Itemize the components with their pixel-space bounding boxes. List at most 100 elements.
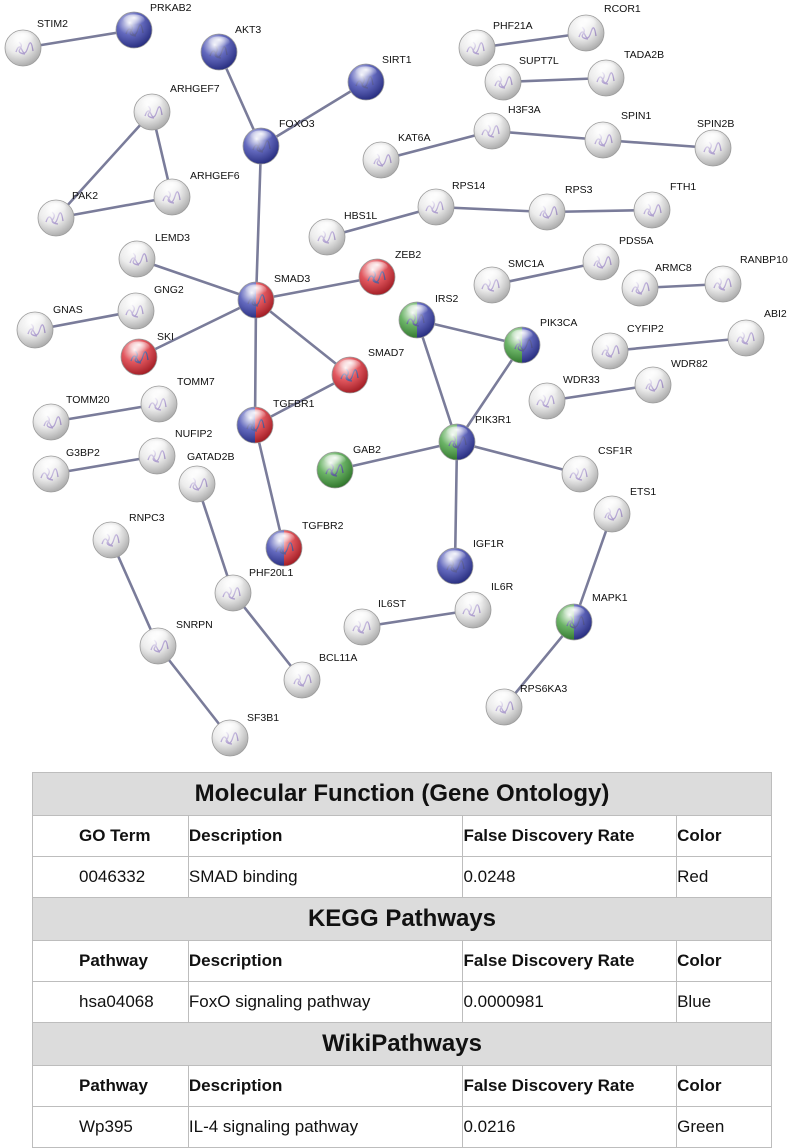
go-header-term: GO Term xyxy=(32,815,189,857)
edge-stim2-prkab2 xyxy=(21,28,136,50)
node-label-sf3b1: SF3B1 xyxy=(247,712,279,724)
node-rcor1[interactable]: RCOR1 xyxy=(567,3,641,52)
node-gng2[interactable]: GNG2 xyxy=(117,284,184,330)
node-label-tgfbr1: TGFBR1 xyxy=(273,398,315,410)
node-h3f3a[interactable]: H3F3A xyxy=(473,104,541,150)
node-pik3r1[interactable]: PIK3R1 xyxy=(438,414,511,461)
node-foxo3[interactable]: FOXO3 xyxy=(242,118,315,165)
node-rps14[interactable]: RPS14 xyxy=(417,180,485,226)
node-label-supt7l: SUPT7L xyxy=(519,55,559,67)
node-label-h3f3a: H3F3A xyxy=(508,104,541,116)
wiki-color-cell: Green xyxy=(676,1106,772,1148)
node-label-spin1: SPIN1 xyxy=(621,110,652,122)
node-smad3[interactable]: SMAD3 xyxy=(237,273,310,319)
node-zeb2[interactable]: ZEB2 xyxy=(358,249,421,296)
node-wdr82[interactable]: WDR82 xyxy=(634,358,708,404)
node-rps3[interactable]: RPS3 xyxy=(528,184,593,231)
node-rps6ka3[interactable]: RPS6KA3 xyxy=(485,683,567,726)
node-abi2[interactable]: ABI2 xyxy=(727,308,787,357)
node-smad7[interactable]: SMAD7 xyxy=(331,347,404,394)
node-tgfbr2[interactable]: TGFBR2 xyxy=(265,520,344,567)
node-label-arhgef7: ARHGEF7 xyxy=(170,83,220,95)
node-phf21a[interactable]: PHF21A xyxy=(458,20,533,67)
node-snrpn[interactable]: SNRPN xyxy=(139,619,213,665)
node-arhgef7[interactable]: ARHGEF7 xyxy=(133,83,220,131)
node-prkab2[interactable]: PRKAB2 xyxy=(115,2,192,49)
node-sf3b1[interactable]: SF3B1 xyxy=(211,712,279,757)
node-gab2[interactable]: GAB2 xyxy=(316,444,381,489)
node-tomm7[interactable]: TOMM7 xyxy=(140,376,215,423)
node-phf20l1[interactable]: PHF20L1 xyxy=(214,567,294,612)
node-label-tgfbr2: TGFBR2 xyxy=(302,520,344,532)
node-ets1[interactable]: ETS1 xyxy=(593,486,656,533)
node-rnpc3[interactable]: RNPC3 xyxy=(92,512,165,559)
node-cyfip2[interactable]: CYFIP2 xyxy=(591,323,664,370)
edge-smad3-tgfbr1 xyxy=(253,298,258,427)
wiki-header-description: Description xyxy=(187,1065,464,1107)
node-label-mapk1: MAPK1 xyxy=(592,592,628,604)
node-label-il6r: IL6R xyxy=(491,581,514,593)
node-label-stim2: STIM2 xyxy=(37,18,68,30)
node-csf1r[interactable]: CSF1R xyxy=(561,445,633,493)
go-term-cell: 0046332 xyxy=(32,856,189,898)
node-label-abi2: ABI2 xyxy=(764,308,787,320)
node-pds5a[interactable]: PDS5A xyxy=(582,235,653,281)
node-akt3[interactable]: AKT3 xyxy=(200,24,261,71)
node-label-prkab2: PRKAB2 xyxy=(150,2,192,14)
node-spin2b[interactable]: SPIN2B xyxy=(694,118,734,167)
node-tgfbr1[interactable]: TGFBR1 xyxy=(236,398,315,444)
node-wdr33[interactable]: WDR33 xyxy=(528,374,600,420)
node-label-pds5a: PDS5A xyxy=(619,235,653,247)
node-label-tada2b: TADA2B xyxy=(624,49,664,61)
kegg-header-description: Description xyxy=(187,940,464,982)
node-g3bp2[interactable]: G3BP2 xyxy=(32,447,100,493)
wiki-header-color: Color xyxy=(676,1065,772,1107)
node-sirt1[interactable]: SIRT1 xyxy=(347,54,412,101)
wiki-header-fdr: False Discovery Rate xyxy=(462,1065,678,1107)
node-stim2[interactable]: STIM2 xyxy=(4,18,68,67)
node-nufip2[interactable]: NUFIP2 xyxy=(138,428,213,475)
go-header-color: Color xyxy=(676,815,772,857)
edge-rnpc3-snrpn xyxy=(109,538,160,648)
node-mapk1[interactable]: MAPK1 xyxy=(555,592,628,641)
wiki-section-title: WikiPathways xyxy=(32,1022,772,1066)
kegg-header-fdr: False Discovery Rate xyxy=(462,940,678,982)
kegg-header-pathway: Pathway xyxy=(32,940,189,982)
node-igf1r[interactable]: IGF1R xyxy=(436,538,504,585)
node-label-akt3: AKT3 xyxy=(235,24,261,36)
node-hbs1l[interactable]: HBS1L xyxy=(308,210,377,256)
node-spin1[interactable]: SPIN1 xyxy=(584,110,652,159)
node-pak2[interactable]: PAK2 xyxy=(37,190,98,237)
node-gnas[interactable]: GNAS xyxy=(16,304,83,349)
node-fth1[interactable]: FTH1 xyxy=(633,181,696,229)
node-irs2[interactable]: IRS2 xyxy=(398,293,459,339)
go-color-cell: Red xyxy=(676,856,772,898)
go-header-description: Description xyxy=(187,815,464,857)
go-section-title: Molecular Function (Gene Ontology) xyxy=(32,772,772,816)
node-arhgef6[interactable]: ARHGEF6 xyxy=(153,170,240,216)
node-label-gnas: GNAS xyxy=(53,304,83,316)
node-tomm20[interactable]: TOMM20 xyxy=(32,394,110,441)
node-ski[interactable]: SKI xyxy=(120,331,174,376)
node-bcl11a[interactable]: BCL11A xyxy=(283,652,357,699)
edge-cyfip2-abi2 xyxy=(608,336,748,353)
node-il6r[interactable]: IL6R xyxy=(454,581,514,629)
node-smc1a[interactable]: SMC1A xyxy=(473,258,544,304)
node-gatad2b[interactable]: GATAD2B xyxy=(178,451,234,503)
node-label-rps3: RPS3 xyxy=(565,184,593,196)
node-supt7l[interactable]: SUPT7L xyxy=(484,55,559,101)
kegg-color-cell: Blue xyxy=(676,981,772,1023)
node-pik3ca[interactable]: PIK3CA xyxy=(503,317,577,364)
node-label-rps6ka3: RPS6KA3 xyxy=(520,683,567,695)
enrichment-tables: Molecular Function (Gene Ontology) GO Te… xyxy=(32,772,772,1148)
node-il6st[interactable]: IL6ST xyxy=(343,598,407,646)
wiki-fdr-cell: 0.0216 xyxy=(462,1106,678,1148)
node-tada2b[interactable]: TADA2B xyxy=(587,49,664,97)
edge-smc1a-pds5a xyxy=(490,260,603,287)
node-kat6a[interactable]: KAT6A xyxy=(362,132,430,179)
node-label-smc1a: SMC1A xyxy=(508,258,544,270)
node-armc8[interactable]: ARMC8 xyxy=(621,262,692,307)
node-lemd3[interactable]: LEMD3 xyxy=(118,232,190,278)
kegg-section-title: KEGG Pathways xyxy=(32,897,772,941)
node-ranbp10[interactable]: RANBP10 xyxy=(704,254,788,303)
